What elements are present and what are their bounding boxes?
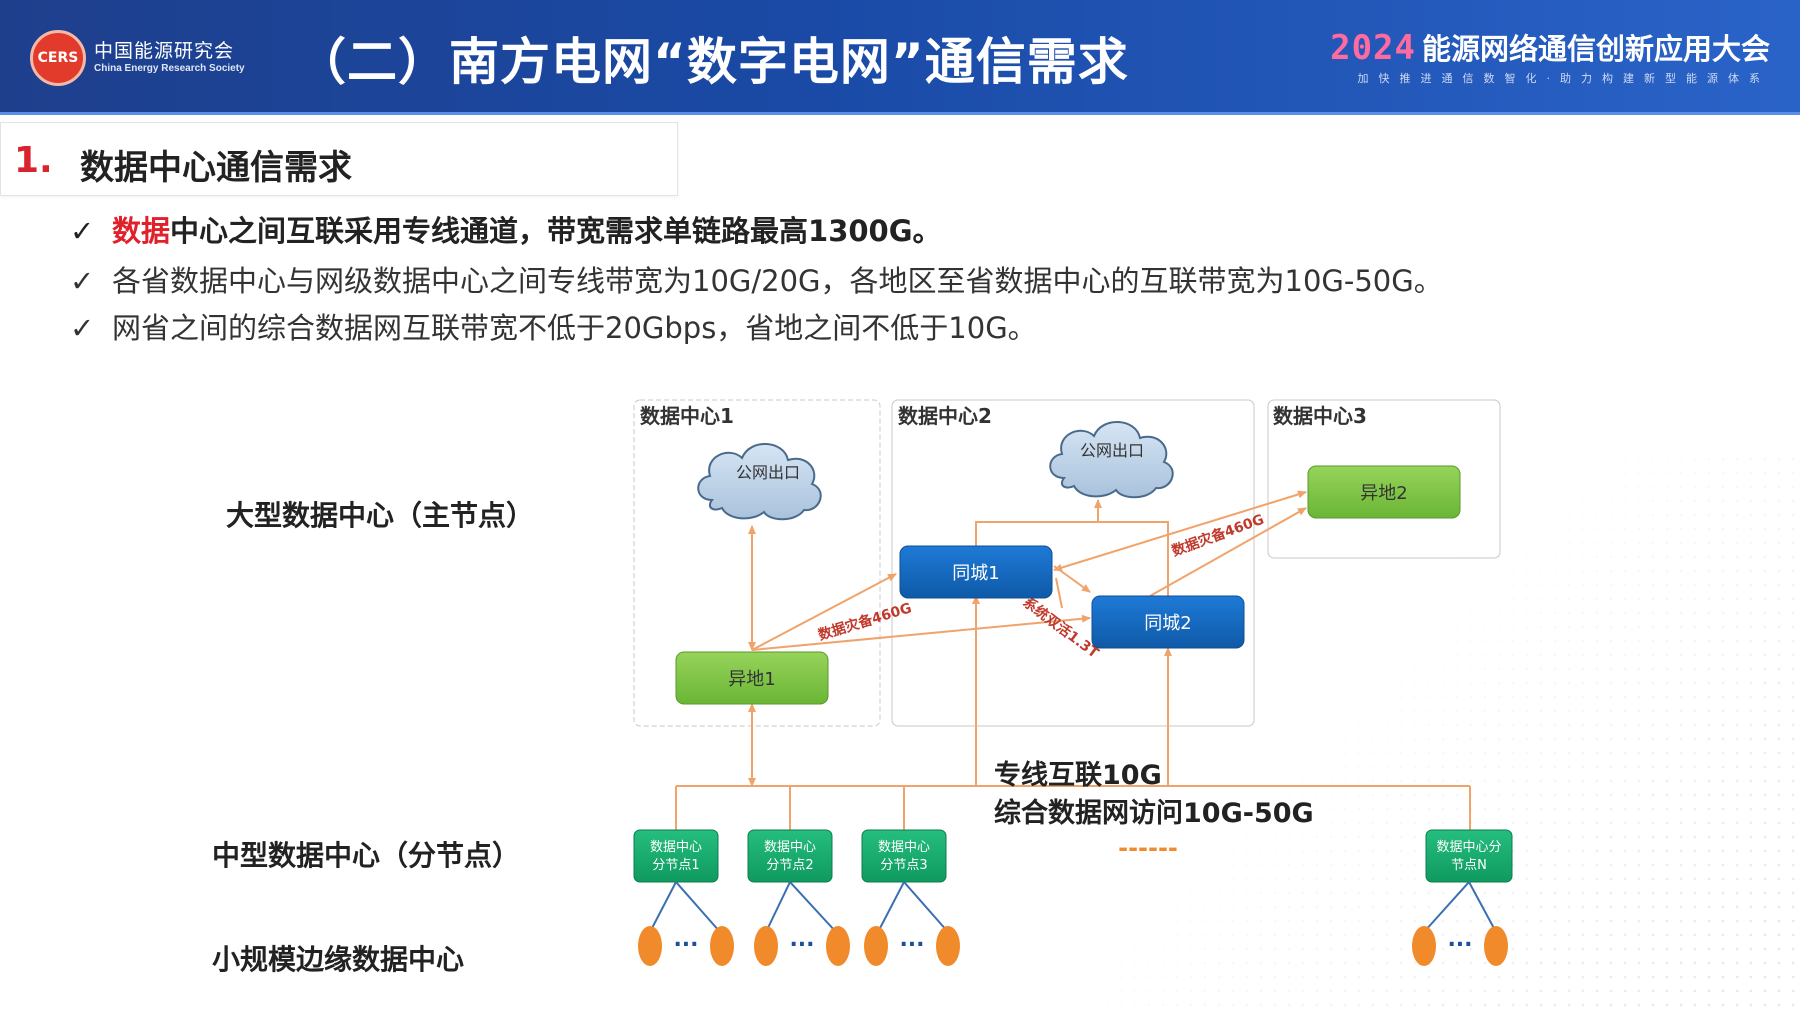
node-tongcheng2-label: 同城2 [1144,613,1191,634]
edge-dc-leaf [936,926,960,966]
leaf-edges [649,881,1497,933]
more-nodes-dashes: ------ [1118,834,1178,862]
cloud-label-dc1: 公网出口 [736,463,800,482]
row-label-large: 大型数据中心（主节点） [226,499,535,532]
bullet-1-text: 中心之间互联采用专线通道，带宽需求单链路最高1300G。 [170,214,942,248]
edge-dc-leaf [754,926,778,966]
edge-dc-leaf [864,926,888,966]
logo-english-name: China Energy Research Society [94,63,245,74]
leaf-ellipsis: ... [899,927,924,952]
dc3-container [1267,399,1501,559]
section-heading-box [0,122,678,196]
bullet-3-text: 网省之间的综合数据网互联带宽不低于20Gbps，省地之间不低于10G。 [112,311,1037,345]
section-number: 1. [14,140,53,181]
node-yidi2-label: 异地2 [1360,483,1407,504]
node-yidi2: 异地2 [1307,465,1461,519]
link-lines [675,490,1471,830]
branch-node-n-line1: 数据中心分 [1436,840,1501,855]
branch-node-n-line2: 节点N [1451,858,1487,873]
node-tongcheng2: 同城2 [1091,595,1245,649]
row-label-medium: 中型数据中心（分节点） [212,839,521,872]
branch-node-n: 数据中心分 节点N [1425,829,1513,883]
branch-node-2-line2: 分节点2 [766,858,813,873]
link-label-backup-2: 数据灾备460G [1170,511,1267,560]
leaf-ellipsis: ... [789,927,814,952]
check-icon: ✓ [70,214,95,248]
leaf-ellipsis: ... [1447,927,1472,952]
dc2-label: 数据中心2 [898,404,992,428]
leaf-ellipsis-group: ... ... ... ... [673,927,1472,952]
node-yidi1: 异地1 [675,651,829,705]
cloud-icon: 公网出口 [697,443,822,521]
branch-node-3: 数据中心 分节点3 [861,829,947,883]
conference-year: 2024 [1330,28,1416,68]
dc1-label: 数据中心1 [640,404,734,428]
edge-dc-leaf [710,926,734,966]
conference-slogan: 加快推进通信数智化·助力构建新型能源体系 [1357,72,1770,85]
bullet-2: ✓ 各省数据中心与网级数据中心之间专线带宽为10G/20G，各地区至省数据中心的互… [70,258,1443,300]
section-title: 数据中心通信需求 [80,148,352,188]
check-icon: ✓ [70,311,95,345]
node-tongcheng1: 同城1 [899,545,1053,599]
dc1-container [633,399,881,727]
node-tongcheng1-label: 同城1 [952,563,999,584]
bullet-3: ✓ 网省之间的综合数据网互联带宽不低于20Gbps，省地之间不低于10G。 [70,305,1037,347]
bullet-1: ✓ 数据中心之间互联采用专线通道，带宽需求单链路最高1300G。 [70,208,942,250]
branch-node-1: 数据中心 分节点1 [633,829,719,883]
edge-dc-leaf [1484,926,1508,966]
branch-node-1-line2: 分节点1 [652,858,699,873]
header-divider [0,112,1800,115]
branch-node-3-line1: 数据中心 [878,840,930,855]
conference-name: 能源网络通信创新应用大会 [1421,32,1770,66]
cloud-icon: 公网出口 [1049,421,1174,499]
leaf-ellipsis: ... [673,927,698,952]
dc3-label: 数据中心3 [1273,404,1367,428]
row-label-small: 小规模边缘数据中心 [212,943,465,976]
page-title: （二）南方电网“数字电网”通信需求 [296,33,1129,91]
edge-dc-leaves [638,926,1508,966]
link-label-backup-1: 数据灾备460G [816,599,913,644]
branch-node-1-line1: 数据中心 [650,840,702,855]
branch-node-3-line2: 分节点3 [880,858,927,873]
note-integrated-network: 综合数据网访问10G-50G [994,797,1314,829]
cers-logo-icon: CERS [30,30,86,86]
bullet-2-text: 各省数据中心与网级数据中心之间专线带宽为10G/20G，各地区至省数据中心的互联… [112,264,1443,298]
branch-node-2-line1: 数据中心 [764,840,816,855]
edge-dc-leaf [826,926,850,966]
check-icon: ✓ [70,264,95,298]
bullet-1-highlight: 数据 [112,214,171,248]
header-bar: CERS 中国能源研究会 China Energy Research Socie… [0,0,1800,114]
branch-node-2: 数据中心 分节点2 [747,829,833,883]
note-dedicated-link: 专线互联10G [994,760,1162,791]
cloud-label-dc2: 公网出口 [1080,441,1144,460]
logo-chinese-name: 中国能源研究会 [94,40,235,62]
edge-dc-leaf [638,926,662,966]
node-yidi1-label: 异地1 [728,669,775,690]
edge-dc-leaf [1412,926,1436,966]
